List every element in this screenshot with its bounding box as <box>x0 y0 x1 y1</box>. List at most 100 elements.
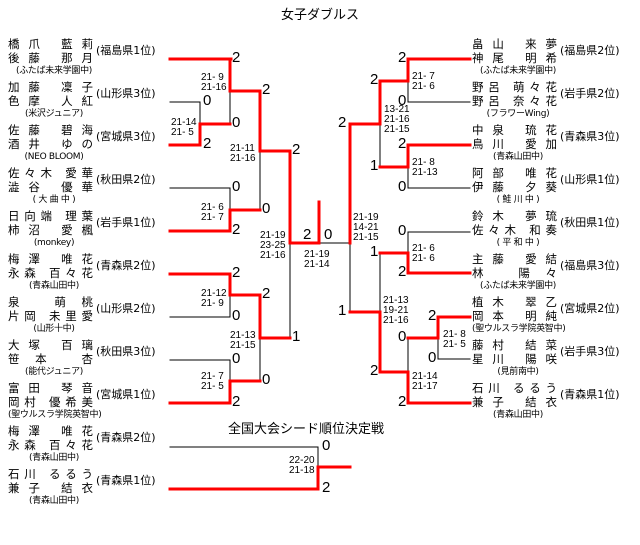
player-1-name: 佐藤 碧海 <box>8 123 94 137</box>
left-team-entry: 橋爪 藍莉後藤 那月(ふたば未来学園中) <box>8 37 103 77</box>
left-team-entry: 梅澤 唯花永森 百々花(青森山田中) <box>8 252 103 292</box>
player-2-name: 佐々木 和奏 <box>472 223 558 237</box>
right-team-entry: 中泉 琉花鳥川 愛加(青森山田中) <box>472 123 567 163</box>
prefecture-rank: (青森県2位) <box>96 259 156 272</box>
school-name: (青森山田中) <box>493 152 543 162</box>
set-count: 2 <box>370 362 379 379</box>
set-count: 1 <box>370 157 379 174</box>
set-count: 0 <box>322 437 331 454</box>
game-scores: 21-11 21-16 <box>230 143 256 164</box>
left-team-entry: 富田 琴音岡村 優希美(聖ウルスラ学院英智中) <box>8 381 103 421</box>
player-2-name: 永森 百々花 <box>8 266 94 280</box>
player-1-name: 日向端 理葉 <box>8 209 94 223</box>
right-team-entry: 石川 るるう兼子 結衣(青森山田中) <box>472 381 567 421</box>
player-1-name: 主藤 愛結 <box>472 252 558 266</box>
set-count: 2 <box>428 307 437 324</box>
right-team-entry: 畠山 来夢神尾 明希(ふたば未来学園中) <box>472 37 567 77</box>
school-name: (米沢ジュニア) <box>25 109 83 119</box>
set-count: 2 <box>398 135 407 152</box>
set-count: 1 <box>370 243 379 260</box>
set-count: 0 <box>232 307 241 324</box>
player-2-name: 片岡 未里愛 <box>8 309 94 323</box>
school-name: (ふたば未来学園中) <box>479 66 557 76</box>
school-name: (聖ウルスラ学院英智中) <box>472 324 566 334</box>
prefecture-rank: (福島県1位) <box>96 44 156 57</box>
player-1-name: 石川 るるう <box>472 381 558 395</box>
set-count: 2 <box>232 221 241 238</box>
prefecture-rank: (岩手県1位) <box>96 216 156 229</box>
set-count: 0 <box>398 178 407 195</box>
player-2-name: 林 陽々 <box>472 266 558 280</box>
game-scores: 21- 8 21- 5 <box>443 329 466 350</box>
player-2-name: 後藤 那月 <box>8 51 94 65</box>
school-name: (青森山田中) <box>29 496 79 506</box>
player-1-name: 泉 萌桃 <box>8 295 94 309</box>
player-1-name: 植木 翠乙 <box>472 295 558 309</box>
game-scores: 13-21 21-16 21-15 <box>384 104 410 135</box>
left-team-entry: 日向端 理葉柿沼 愛楓(monkey) <box>8 209 103 249</box>
player-2-name: 伊藤 夕葵 <box>472 180 558 194</box>
set-count: 2 <box>232 49 241 66</box>
prefecture-rank: (秋田県2位) <box>96 173 156 186</box>
set-count: 0 <box>428 349 437 366</box>
set-count: 2 <box>398 393 407 410</box>
prefecture-rank: (青森県1位) <box>560 388 620 401</box>
prefecture-rank: (岩手県2位) <box>560 87 620 100</box>
set-count: 2 <box>232 264 241 281</box>
set-count: 0 <box>232 114 241 131</box>
school-name: (能代ジュニア) <box>25 367 83 377</box>
game-scores: 21-19 14-21 21-15 <box>353 212 379 243</box>
set-count: 0 <box>262 371 271 388</box>
set-count: 0 <box>398 222 407 239</box>
set-count: 2 <box>232 393 241 410</box>
player-2-name: 笹本 杏 <box>8 352 94 366</box>
right-team-entry: 阿部 唯花伊藤 夕葵( 鮭 川 中 ) <box>472 166 567 206</box>
game-scores: 21- 9 21-16 <box>201 72 227 93</box>
left-team-entry: 泉 萌桃片岡 未里愛(山形十中) <box>8 295 103 335</box>
set-count: 2 <box>303 226 312 243</box>
school-name: ( 平 和 中 ) <box>496 238 540 248</box>
school-name: (フラワーWing) <box>486 109 550 119</box>
set-count: 2 <box>322 479 331 496</box>
game-scores: 21- 6 21- 6 <box>412 243 435 264</box>
set-count: 2 <box>203 135 212 152</box>
set-count: 0 <box>262 200 271 217</box>
set-count: 2 <box>262 81 271 98</box>
set-count: 1 <box>338 302 347 319</box>
player-2-name: 兼子 結衣 <box>8 481 94 495</box>
left-team-entry: 大塚 百璃笹本 杏(能代ジュニア) <box>8 338 103 378</box>
prefecture-rank: (青森県3位) <box>560 130 620 143</box>
player-1-name: 梅澤 唯花 <box>8 252 94 266</box>
school-name: (monkey) <box>33 238 75 248</box>
left-team-entry: 佐々木 愛華澁谷 優華( 大 曲 中 ) <box>8 166 103 206</box>
prefecture-rank: (宮城県1位) <box>96 388 156 401</box>
player-1-name: 加藤 凜子 <box>8 80 94 94</box>
prefecture-rank: (山形県3位) <box>96 87 156 100</box>
school-name: (ふたば未来学園中) <box>15 66 93 76</box>
game-scores: 21-19 23-25 21-16 <box>260 230 286 261</box>
left-team-entry: 加藤 凜子色摩 人紅(米沢ジュニア) <box>8 80 103 120</box>
school-name: (NEO BLOOM) <box>24 152 84 162</box>
seed-playoff-title: 全国大会シード順位決定戦 <box>228 422 385 437</box>
set-count: 0 <box>324 226 333 243</box>
player-2-name: 兼子 結衣 <box>472 395 558 409</box>
player-2-name: 野呂 奈々花 <box>472 94 558 108</box>
player-2-name: 岡村 優希美 <box>8 395 94 409</box>
player-2-name: 澁谷 優華 <box>8 180 94 194</box>
prefecture-rank: (宮城県3位) <box>96 130 156 143</box>
player-2-name: 永森 百々花 <box>8 438 94 452</box>
prefecture-rank: (岩手県3位) <box>560 345 620 358</box>
school-name: (山形十中) <box>33 324 75 334</box>
prefecture-rank: (秋田県1位) <box>560 216 620 229</box>
set-count: 0 <box>203 92 212 109</box>
school-name: (見前南中) <box>497 367 539 377</box>
left-team-entry: 石川 るるう兼子 結衣(青森山田中) <box>8 467 103 507</box>
prefecture-rank: (青森県1位) <box>96 474 156 487</box>
player-2-name: 色摩 人紅 <box>8 94 94 108</box>
school-name: (青森山田中) <box>29 453 79 463</box>
player-2-name: 神尾 明希 <box>472 51 558 65</box>
player-1-name: 鈴木 夢琉 <box>472 209 558 223</box>
school-name: (青森山田中) <box>493 410 543 420</box>
set-count: 2 <box>370 71 379 88</box>
set-count: 2 <box>398 263 407 280</box>
